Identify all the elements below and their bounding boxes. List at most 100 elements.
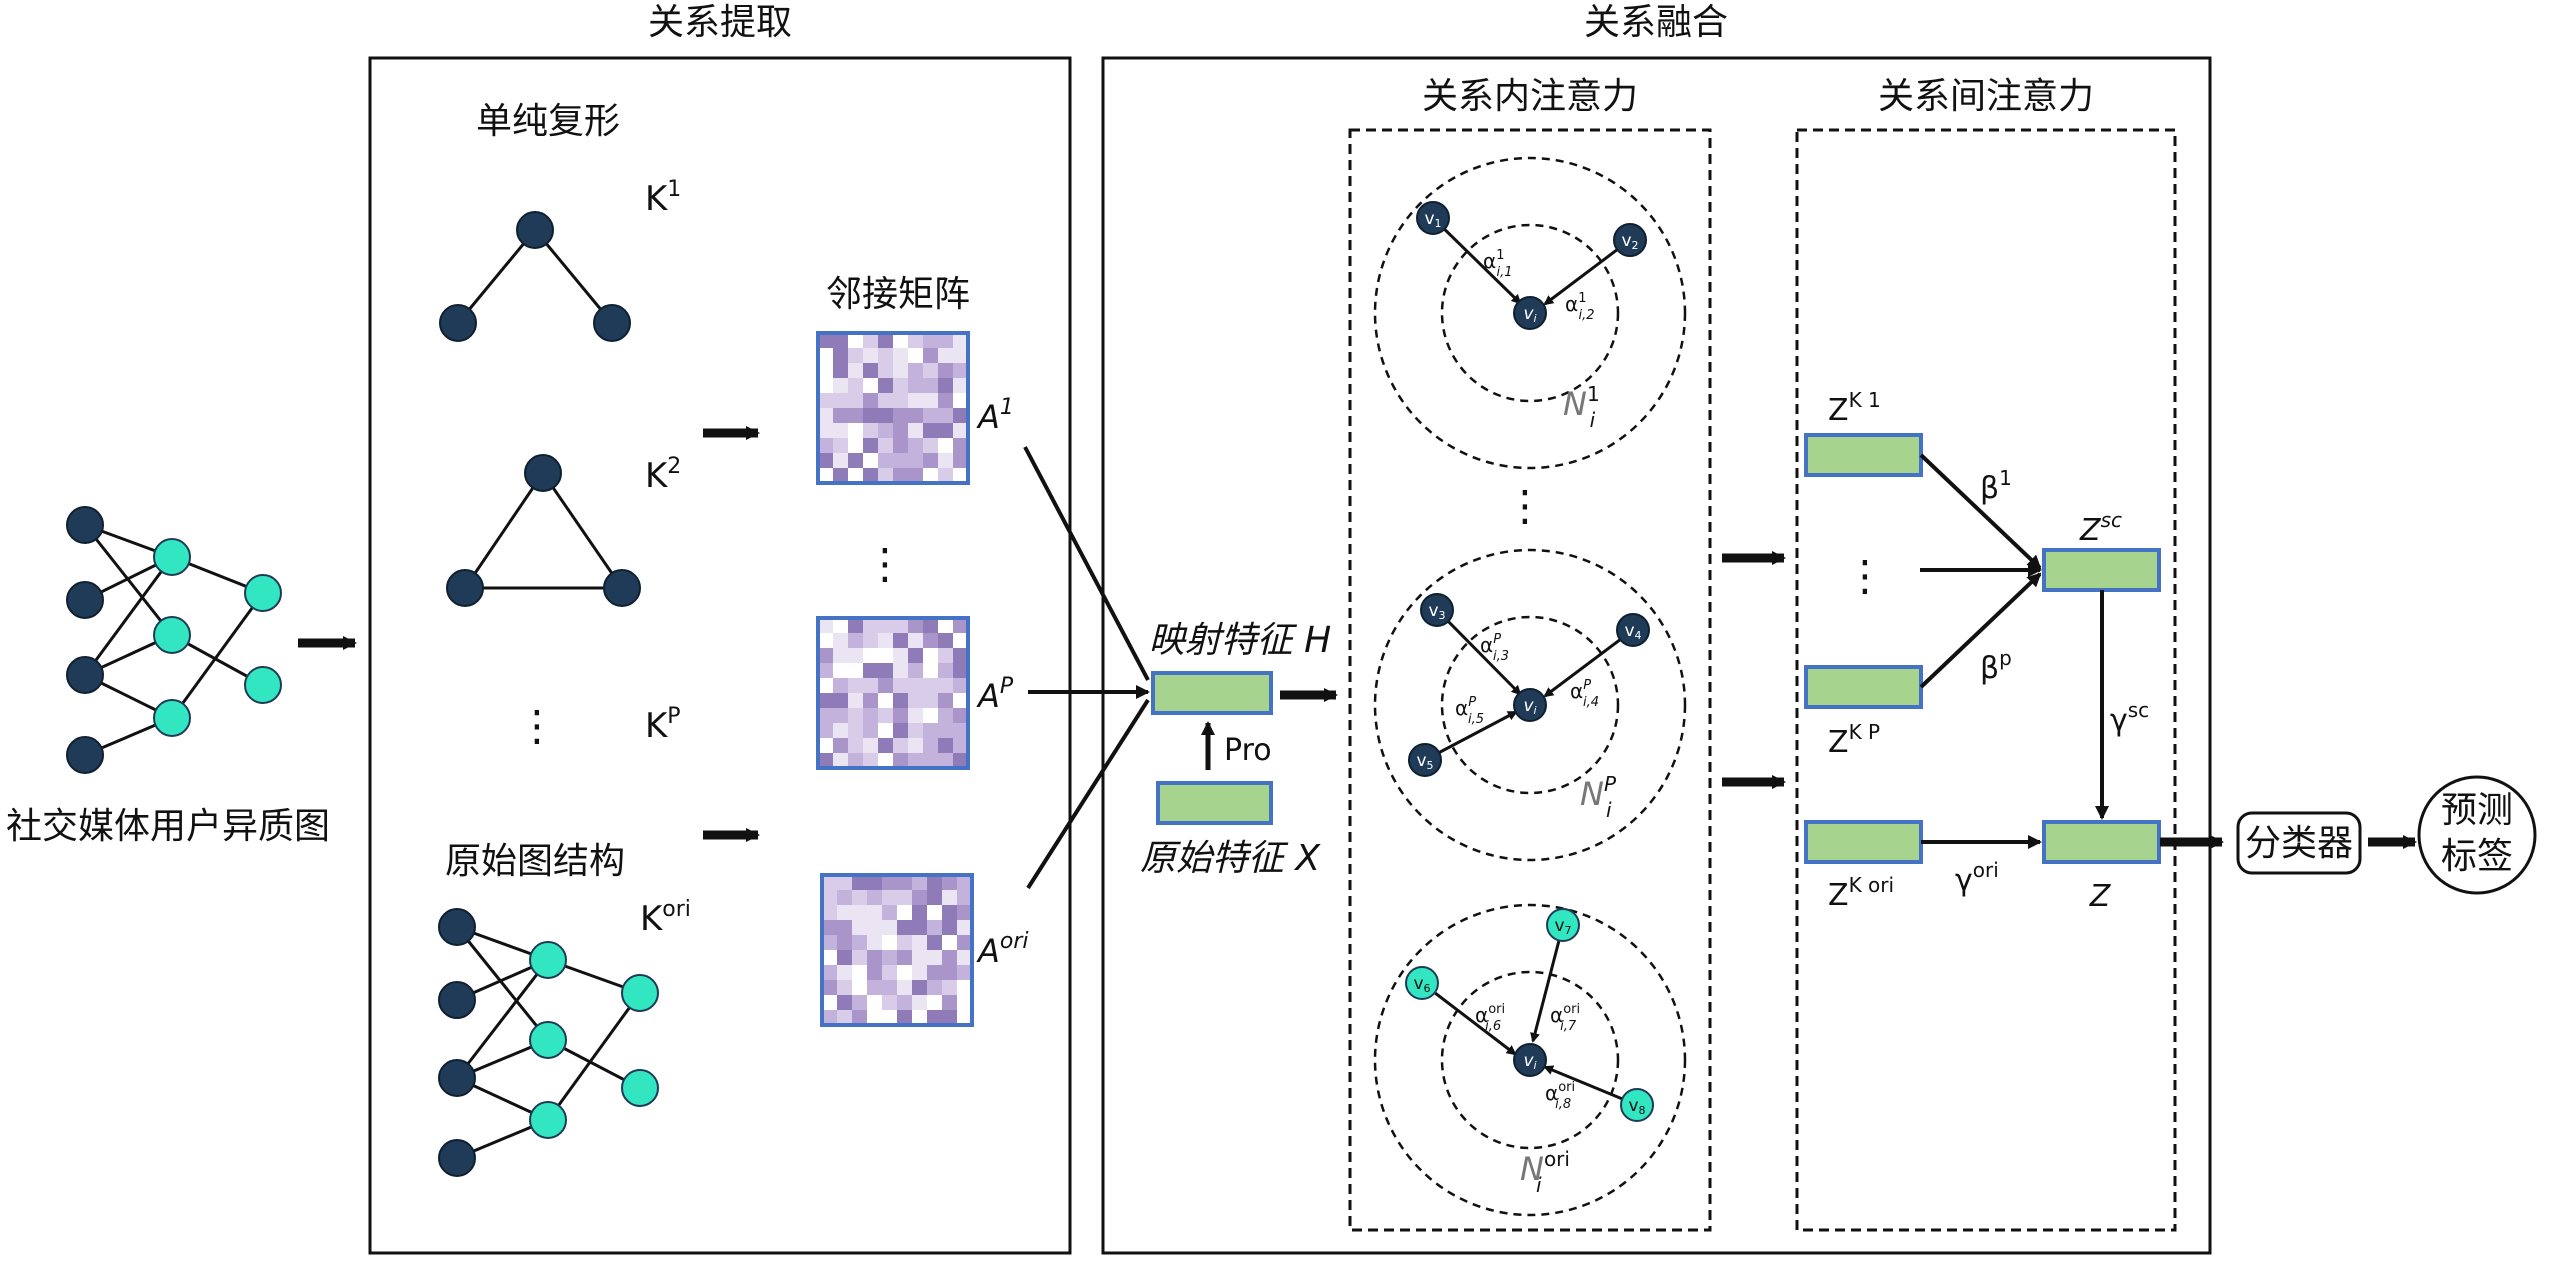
matrix-cell <box>833 753 849 769</box>
matrix-cell <box>957 920 973 936</box>
matrix-cell <box>908 393 924 409</box>
pro-label: Pro <box>1224 733 1272 768</box>
matrix-cell <box>938 363 954 379</box>
matrix-cell <box>923 693 939 709</box>
matrix-cell <box>837 875 853 891</box>
matrix-cell <box>822 875 838 891</box>
matrix-cell <box>863 618 879 634</box>
matrix-cell <box>912 950 928 966</box>
matrix-cell <box>878 393 894 409</box>
matrix-cell <box>822 1010 838 1026</box>
matrix-cell <box>942 890 958 906</box>
matrix-cell <box>822 935 838 951</box>
matrix-cell <box>848 753 864 769</box>
svg-text:v4: v4 <box>1624 621 1641 642</box>
matrix-cell <box>938 348 954 364</box>
matrix-cell <box>867 1010 883 1026</box>
matrix-cell <box>938 333 954 349</box>
matrix-cell <box>882 875 898 891</box>
matrix-cell <box>923 423 939 439</box>
adjacency-matrix-aori-frame <box>820 873 974 1027</box>
matrix-cell <box>942 965 958 981</box>
classifier-label: 分类器 <box>2245 823 2353 864</box>
matrix-cell <box>878 408 894 424</box>
matrix-cell <box>893 423 909 439</box>
matrix-cell <box>878 348 894 364</box>
matrix-cell <box>938 453 954 469</box>
prediction-circle <box>2417 775 2537 895</box>
matrix-cell <box>852 890 868 906</box>
matrix-cell <box>867 995 883 1011</box>
matrix-cell <box>822 890 838 906</box>
matrix-cell <box>867 950 883 966</box>
matrix-cell <box>863 363 879 379</box>
matrix-cell <box>953 363 969 379</box>
matrix-cell <box>893 333 909 349</box>
matrix-cell <box>833 468 849 484</box>
matrix-cell <box>882 980 898 996</box>
matrix-cell <box>893 708 909 724</box>
matrix-cell <box>878 468 894 484</box>
a1-label: A1 <box>976 395 1014 436</box>
matrix-cell <box>912 890 928 906</box>
matrix-cell <box>848 648 864 664</box>
svg-text:v2: v2 <box>1621 231 1638 252</box>
matrix-cell <box>818 723 834 739</box>
matrix-cell <box>837 905 853 921</box>
matrix-cell <box>953 468 969 484</box>
matrix-cell <box>908 708 924 724</box>
matrix-cell <box>893 723 909 739</box>
matrix-cell <box>893 363 909 379</box>
embedding-z <box>2042 820 2161 864</box>
matrix-cell <box>863 378 879 394</box>
zkp-to-zsc-arrow <box>1919 572 2042 689</box>
adjacency-matrix-a1-frame <box>816 331 970 485</box>
matrix-cell <box>852 905 868 921</box>
kp-label: KP <box>645 704 681 746</box>
matrix-cell <box>833 378 849 394</box>
adjacency-matrix-ap <box>818 618 969 769</box>
svg-text:v7: v7 <box>1554 916 1571 937</box>
inter-title: 关系间注意力 <box>1878 76 2094 117</box>
matrix-cell <box>837 890 853 906</box>
matrix-cell <box>938 438 954 454</box>
node-vi-1: vi <box>1513 296 1547 330</box>
prediction-label-line2: 标签 <box>2441 836 2513 877</box>
matrix-cell <box>867 935 883 951</box>
matrix-cell <box>833 393 849 409</box>
matrix-cell <box>942 1010 958 1026</box>
matrix-cell <box>942 995 958 1011</box>
matrix-cell <box>942 905 958 921</box>
extraction-panel <box>368 56 1072 1255</box>
matrix-cell <box>908 408 924 424</box>
matrix-cell <box>833 453 849 469</box>
matrix-cell <box>833 423 849 439</box>
matrix-cell <box>818 438 834 454</box>
matrix-cell <box>882 920 898 936</box>
matrix-cell <box>957 935 973 951</box>
matrix-cell <box>908 723 924 739</box>
matrix-cell <box>852 1010 868 1026</box>
matrix-cell <box>957 875 973 891</box>
matrix-cell <box>893 693 909 709</box>
matrix-cell <box>957 965 973 981</box>
matrix-cell <box>852 965 868 981</box>
matrix-cell <box>953 633 969 649</box>
matrix-cell <box>953 648 969 664</box>
matrix-cell <box>893 393 909 409</box>
matrix-cell <box>908 378 924 394</box>
matrix-cell <box>897 950 913 966</box>
matrix-cell <box>953 423 969 439</box>
matrix-cell <box>938 423 954 439</box>
matrix-cell <box>822 980 838 996</box>
matrix-cell <box>878 633 894 649</box>
matrix-cell <box>818 753 834 769</box>
matrix-cell <box>897 1010 913 1026</box>
adjacency-matrix-aori <box>822 875 973 1026</box>
